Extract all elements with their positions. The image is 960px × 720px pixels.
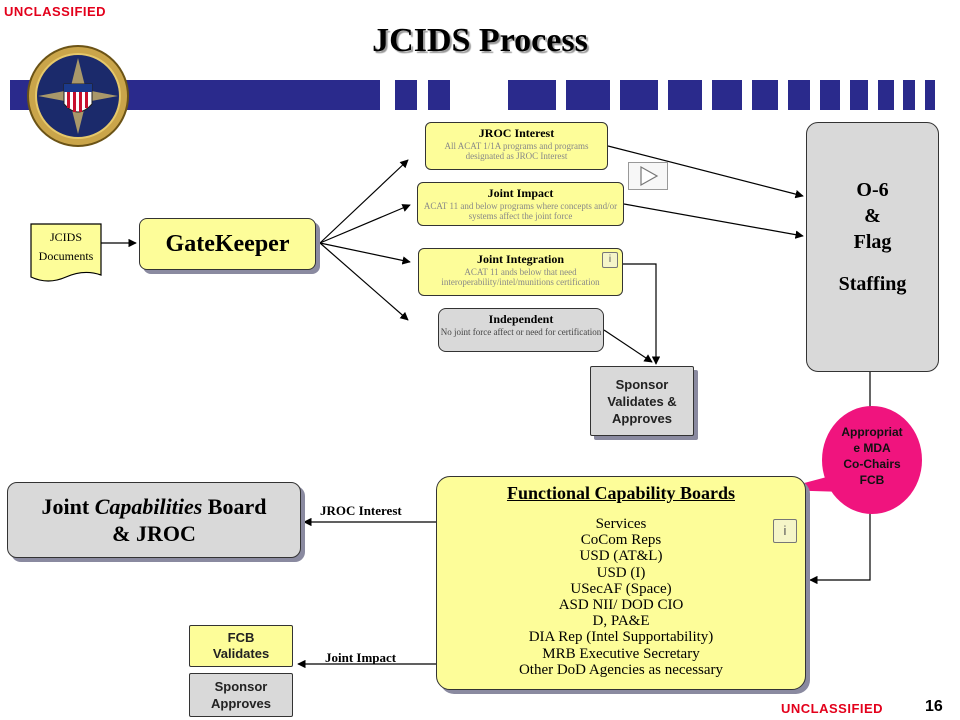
- staffing-line1: O-6: [856, 179, 889, 201]
- staffing-line4: Staffing: [838, 273, 907, 295]
- staffing-line2: &: [864, 205, 881, 227]
- category-independent[interactable]: Independent No joint force affect or nee…: [438, 308, 604, 352]
- page-title: JCIDS Process: [372, 22, 588, 59]
- sponsor-validates-line2: Validates &: [607, 394, 677, 409]
- category-jroc-interest[interactable]: JROC Interest All ACAT 1/1A programs and…: [425, 122, 608, 170]
- independent-desc: No joint force affect or need for certif…: [440, 327, 602, 337]
- sponsor-validates-line3: Approves: [612, 411, 672, 426]
- callout-line3: Co-Chairs: [843, 457, 901, 471]
- joint-impact-title: Joint Impact: [487, 186, 554, 200]
- sponsor-validates-box[interactable]: Sponsor Validates & Approves: [590, 366, 694, 436]
- joint-chiefs-seal-icon: [27, 45, 129, 147]
- jcids-documents[interactable]: JCIDS Documents: [30, 228, 102, 266]
- fcb-validates-line1: FCB: [227, 630, 255, 645]
- jcids-documents-shape-icon: [30, 223, 102, 282]
- callout-line1: Appropriat: [841, 425, 903, 439]
- label-jroc-interest: JROC Interest: [320, 503, 402, 518]
- fcb-member: USD (I): [596, 564, 646, 581]
- gatekeeper-box[interactable]: GateKeeper: [139, 218, 316, 270]
- info-icon[interactable]: i: [602, 252, 618, 268]
- label-joint-impact: Joint Impact: [325, 650, 397, 665]
- independent-title: Independent: [488, 312, 554, 326]
- gatekeeper-label: GateKeeper: [165, 231, 290, 257]
- play-icon: [640, 165, 659, 187]
- jroc-interest-desc: All ACAT 1/1A programs and programs desi…: [444, 141, 589, 161]
- callout-line2: e MDA: [853, 441, 891, 455]
- fcb-member: MRB Executive Secretary: [542, 645, 700, 662]
- jcb-box[interactable]: Joint Capabilities Board & JROC: [7, 482, 301, 558]
- fcb-member: USD (AT&L): [579, 548, 663, 565]
- joint-integration-desc: ACAT 11 ands below that need interoperab…: [441, 267, 600, 287]
- jcids-documents-line1: JCIDS: [49, 230, 82, 244]
- fcb-member: Other DoD Agencies as necessary: [518, 661, 724, 678]
- sponsor-approves-box[interactable]: Sponsor Approves: [189, 673, 293, 717]
- callout-line4: FCB: [859, 473, 885, 487]
- fcb-member: CoCom Reps: [580, 532, 662, 549]
- callout-mda: Appropriat e MDA Co-Chairs FCB: [822, 424, 922, 488]
- fcb-validates-box[interactable]: FCB Validates: [189, 625, 293, 667]
- fcb-member: D, PA&E: [592, 613, 650, 630]
- fcb-member: Services: [595, 516, 647, 532]
- page-number: 16: [925, 698, 943, 715]
- sponsor-approves-line1: Sponsor: [214, 679, 268, 694]
- jcb-line1: Joint Capabilities Board: [41, 494, 267, 519]
- jcids-documents-line2: Documents: [38, 249, 94, 263]
- fcb-title: Functional Capability Boards: [506, 483, 736, 503]
- sponsor-approves-line2: Approves: [211, 696, 271, 711]
- category-joint-impact[interactable]: Joint Impact ACAT 11 and below programs …: [417, 182, 624, 226]
- joint-integration-title: Joint Integration: [477, 252, 564, 266]
- fcb-box[interactable]: Functional Capability Boards Services Co…: [436, 476, 806, 690]
- jcb-line2: & JROC: [112, 521, 196, 546]
- fcb-member: DIA Rep (Intel Supportability): [528, 629, 714, 646]
- staffing-box[interactable]: O-6 & Flag Staffing: [806, 122, 939, 372]
- classification-bottom: UNCLASSIFIED: [781, 701, 884, 716]
- jroc-interest-title: JROC Interest: [478, 126, 555, 140]
- info-icon[interactable]: i: [773, 519, 797, 543]
- joint-impact-desc: ACAT 11 and below programs where concept…: [423, 201, 618, 221]
- sponsor-validates-line1: Sponsor: [615, 377, 669, 392]
- classification-top: UNCLASSIFIED: [4, 4, 107, 19]
- play-button[interactable]: [628, 162, 668, 190]
- staffing-line3: Flag: [853, 231, 892, 253]
- fcb-member: USecAF (Space): [570, 580, 672, 597]
- fcb-members-list: Services CoCom Reps USD (AT&L) USD (I) U…: [437, 516, 805, 678]
- fcb-member: ASD NII/ DOD CIO: [558, 597, 684, 614]
- fcb-validates-line2: Validates: [212, 646, 270, 661]
- category-joint-integration[interactable]: Joint Integration ACAT 11 ands below tha…: [418, 248, 623, 296]
